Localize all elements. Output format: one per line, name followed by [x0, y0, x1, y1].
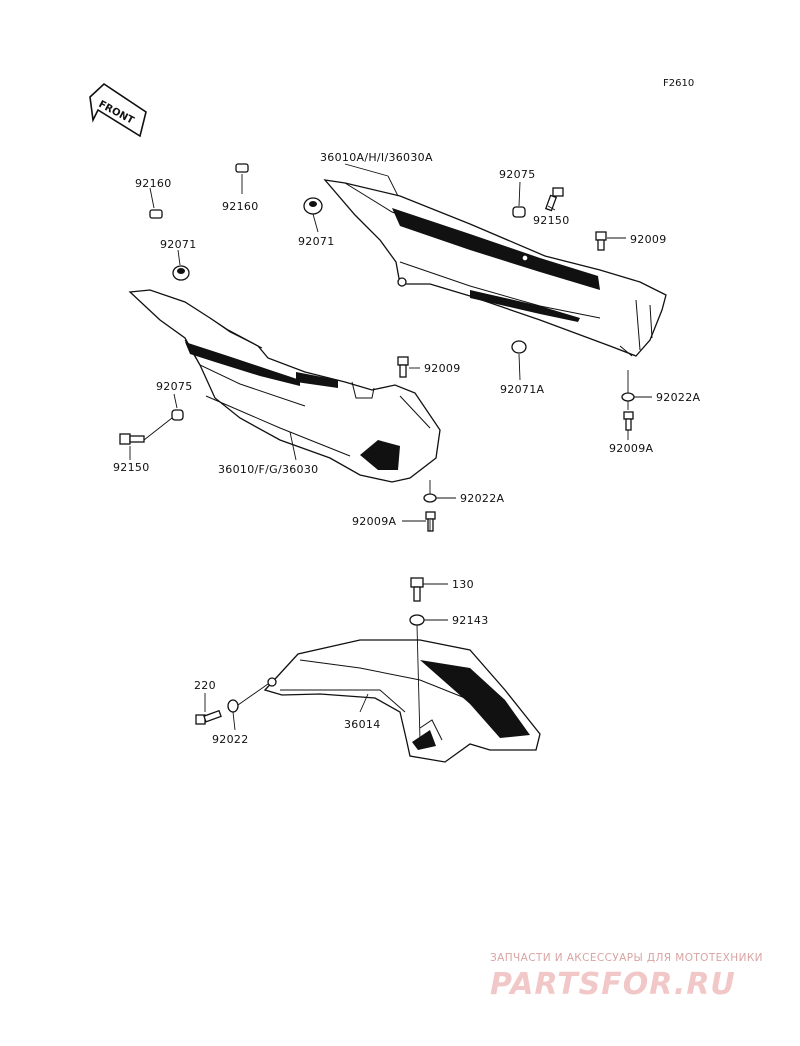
label-92071-rh: 92071 [298, 235, 335, 248]
damper-icon [511, 340, 527, 354]
label-130: 130 [452, 578, 474, 591]
label-92150-rh: 92150 [533, 214, 570, 227]
screw-icon [595, 231, 607, 251]
washer-icon [621, 392, 635, 402]
tail-cover [263, 639, 541, 763]
label-92022: 92022 [212, 733, 249, 746]
leader-lines [129, 163, 652, 741]
watermark-logo: PARTSFOR.RU [490, 967, 736, 1002]
screw-icon [623, 411, 634, 431]
washer-icon [227, 699, 239, 713]
label-92022a-rh: 92022A [656, 391, 700, 404]
label-92071-lh: 92071 [160, 238, 197, 251]
label-tail-cover: 36014 [344, 718, 381, 731]
grommet-icon [149, 209, 163, 219]
rh-side-cover [323, 179, 667, 357]
label-92009a-lh: 92009A [352, 515, 396, 528]
screw-icon [425, 511, 436, 532]
bolt-icon [119, 433, 145, 445]
lh-side-cover [128, 289, 441, 483]
bolt-icon [410, 577, 424, 602]
label-92143: 92143 [452, 614, 489, 627]
screw-icon [397, 356, 409, 378]
label-220: 220 [194, 679, 216, 692]
collar-icon [512, 206, 526, 218]
label-92009-rh: 92009 [630, 233, 667, 246]
collar-icon [171, 409, 184, 421]
figure-code: F2610 [663, 78, 694, 89]
label-92075-rh: 92075 [499, 168, 536, 181]
front-arrow-icon: FRONT [89, 82, 147, 138]
label-92009-lh: 92009 [424, 362, 461, 375]
label-92150-lh: 92150 [113, 461, 150, 474]
screw-icon [195, 709, 222, 725]
label-92160-b: 92160 [222, 200, 259, 213]
label-92009a-rh: 92009A [609, 442, 653, 455]
label-rh-cover: 36010A/H/I/36030A [320, 151, 433, 164]
label-lh-cover: 36010/F/G/36030 [218, 463, 318, 476]
label-92022a-lh: 92022A [460, 492, 504, 505]
label-92075-lh: 92075 [156, 380, 193, 393]
bolt-icon [544, 187, 564, 212]
label-92160-a: 92160 [135, 177, 172, 190]
watermark-tagline: ЗАПЧАСТИ И АКСЕССУАРЫ ДЛЯ МОТОТЕХНИКИ [490, 952, 763, 964]
washer-icon [423, 493, 437, 503]
label-92071a: 92071A [500, 383, 544, 396]
damper-icon [172, 265, 190, 281]
damper-icon [303, 197, 323, 215]
washer-icon [409, 614, 425, 626]
grommet-icon [235, 163, 249, 173]
